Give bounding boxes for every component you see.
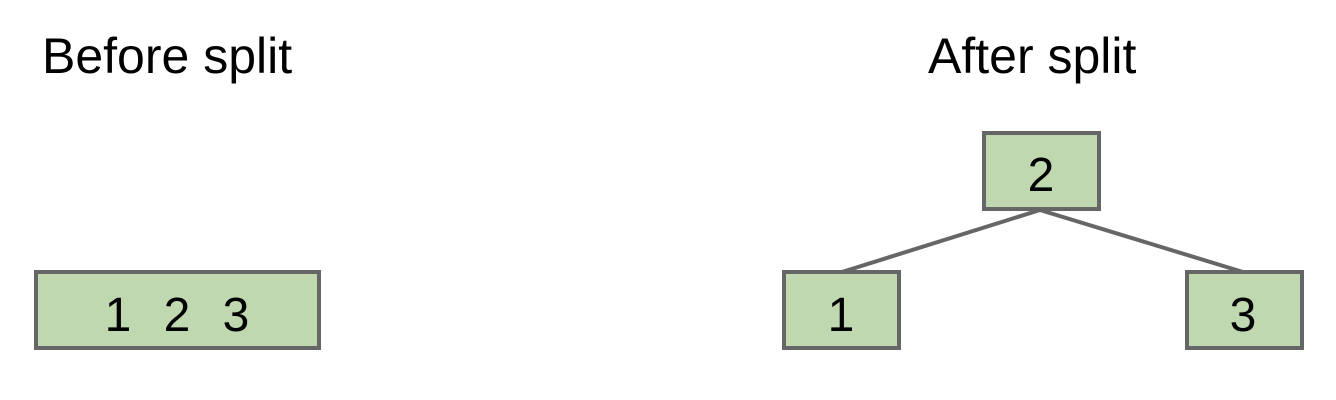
root-key: 2 xyxy=(1028,149,1055,202)
left-child-key: 1 xyxy=(828,289,855,342)
left-child-node: 1 xyxy=(782,270,901,350)
edge-root-to-left xyxy=(841,208,1041,274)
before-key-3: 3 xyxy=(223,289,250,342)
before-key-2: 2 xyxy=(164,289,191,342)
before-node: 1 2 3 xyxy=(34,270,321,350)
root-node: 2 xyxy=(982,131,1101,211)
right-child-key: 3 xyxy=(1230,289,1257,342)
right-child-node: 3 xyxy=(1185,270,1304,350)
before-key-1: 1 xyxy=(105,289,132,342)
edge-root-to-right xyxy=(1039,208,1244,274)
after-split-title: After split xyxy=(928,28,1137,84)
before-split-title: Before split xyxy=(42,28,293,84)
